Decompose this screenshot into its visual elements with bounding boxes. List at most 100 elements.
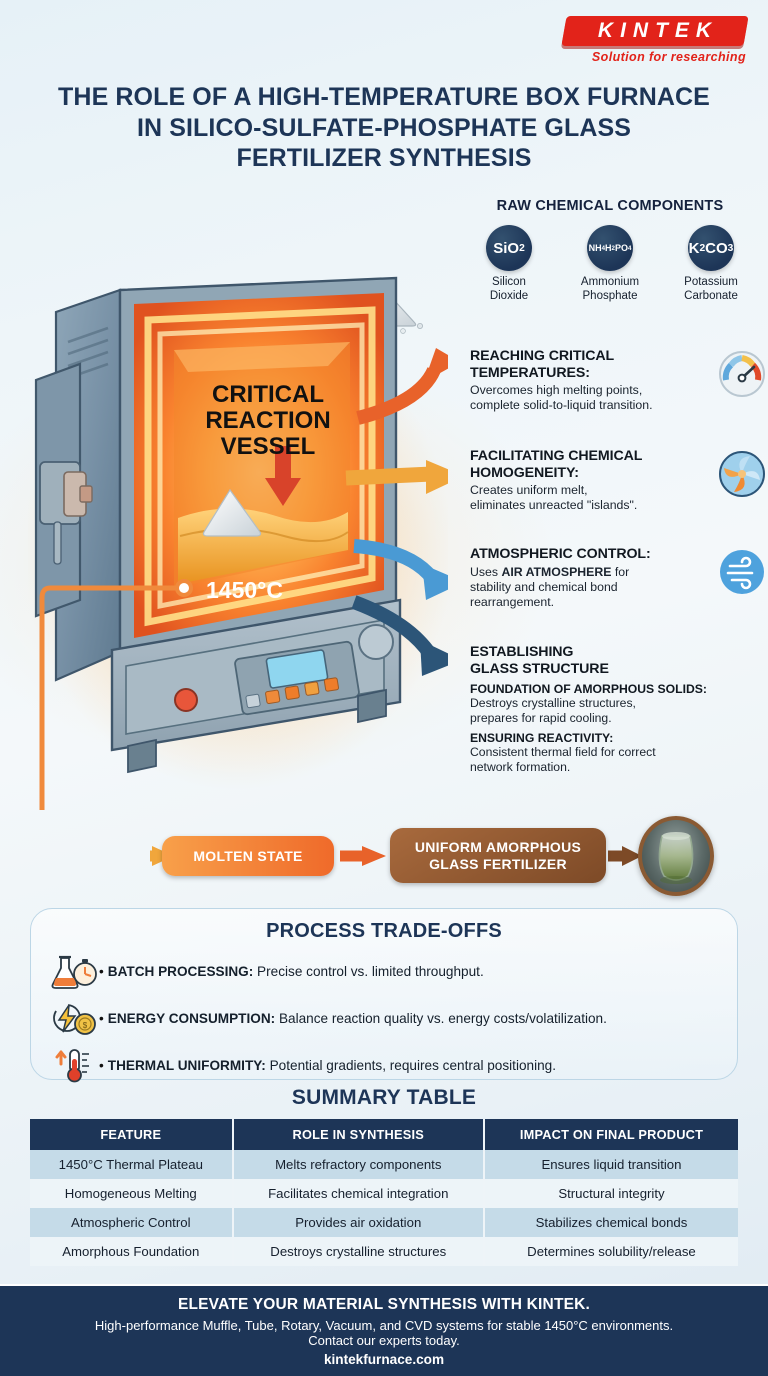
substep-line: network formation. [470,759,571,774]
tradeoff-text: •ENERGY CONSUMPTION: Balance reaction qu… [99,1011,607,1026]
svg-text:VESSEL: VESSEL [221,433,316,460]
substep-line: Destroys crystalline structures, [470,696,636,711]
energy-coin-icon: $ [47,999,99,1037]
footer-subline-1: High-performance Muffle, Tube, Rotary, V… [94,1318,674,1333]
substep-title: FOUNDATION OF AMORPHOUS SOLIDS: [470,682,707,697]
control-knob [358,624,394,660]
step-arrow-2 [345,460,464,494]
table-cell: Ensures liquid transition [483,1150,738,1179]
tradeoff-text: •BATCH PROCESSING: Precise control vs. l… [99,964,484,979]
glass-beaker-icon [638,816,714,896]
tradeoff-desc: Potential gradients, requires central po… [265,1057,557,1073]
swirl-icon [718,450,766,498]
table-cell: Homogeneous Melting [30,1179,234,1208]
substep-line: prepares for rapid cooling. [470,711,612,726]
process-tradeoffs-panel: PROCESS TRADE-OFFS •BATCH PROCESSING: Pr… [30,908,738,1083]
table-row: Atmospheric Control Provides air oxidati… [30,1208,738,1237]
substep-line: Consistent thermal field for correct [470,744,656,759]
molten-state-pill: MOLTEN STATE [162,836,334,876]
step-body: Uses AIR ATMOSPHERE for stability and ch… [470,564,630,610]
substep-title: ENSURING REACTIVITY: [470,730,614,745]
tradeoff-desc: Precise control vs. limited throughput. [253,963,484,979]
table-header-impact: IMPACT ON FINAL PRODUCT [483,1119,738,1150]
bullet-icon: • [99,1057,104,1073]
step-atmospheric-control: ATMOSPHERIC CONTROL: Uses AIR ATMOSPHERE… [470,546,766,620]
footer-subline-2: Contact our experts today. [308,1333,460,1348]
tradeoff-thermal-uniformity: •THERMAL UNIFORMITY: Potential gradients… [31,1046,737,1084]
raw-components-title: RAW CHEMICAL COMPONENTS [496,198,724,214]
table-row: Amorphous Foundation Destroys crystallin… [30,1237,738,1266]
step-arrow-4 [351,595,462,676]
svg-text:1450°C: 1450°C [206,577,283,603]
page-title: THE ROLE OF A HIGH-TEMPERATURE BOX FURNA… [0,82,768,174]
svg-text:$: $ [83,1021,88,1030]
title-line-1: THE ROLE OF A HIGH-TEMPERATURE BOX FURNA… [58,83,710,111]
table-header-feature: FEATURE [30,1119,234,1150]
flow-arrow-to-result [608,846,642,866]
table-cell: Melts refractory components [232,1150,485,1179]
substep-ensuring-reactivity: ENSURING REACTIVITY: Consistent thermal … [470,731,766,775]
table-cell: Structural integrity [483,1179,738,1208]
air-atmosphere-emphasis: AIR ATMOSPHERE [501,564,612,579]
step-heading: ATMOSPHERIC CONTROL: [470,546,651,562]
table-header-row: FEATURE ROLE IN SYNTHESIS IMPACT ON FINA… [30,1119,738,1150]
svg-text:CRITICAL: CRITICAL [212,381,324,408]
table-cell: Stabilizes chemical bonds [483,1208,738,1237]
step-body: Creates uniform melt,eliminates unreacte… [470,483,638,513]
tradeoff-batch-processing: •BATCH PROCESSING: Precise control vs. l… [31,952,737,990]
kintek-logo: KINTEK Solution for researching [561,16,754,72]
step-arrow-1 [356,348,460,425]
title-line-3: FERTILIZER SYNTHESIS [236,144,532,172]
power-button [174,688,198,712]
table-row: 1450°C Thermal Plateau Melts refractory … [30,1150,738,1179]
tradeoff-label: BATCH PROCESSING: [107,963,254,979]
melting-arrow [265,446,301,506]
summary-table: FEATURE ROLE IN SYNTHESIS IMPACT ON FINA… [30,1119,738,1266]
tradeoff-energy-consumption: $ •ENERGY CONSUMPTION: Balance reaction … [31,999,737,1037]
bullet-icon: • [99,963,104,979]
table-cell: Provides air oxidation [232,1208,485,1237]
footer-headline: ELEVATE YOUR MATERIAL SYNTHESIS WITH KIN… [177,1296,591,1313]
flask-timer-icon [47,952,99,990]
tradeoffs-title: PROCESS TRADE-OFFS [266,920,502,942]
step-arrow-3 [353,539,464,600]
tradeoff-label: THERMAL UNIFORMITY: [107,1057,266,1073]
table-cell: 1450°C Thermal Plateau [30,1150,234,1179]
logo-wordmark: KINTEK [597,19,719,42]
substep-foundation-of-amorphous-solids: FOUNDATION OF AMORPHOUS SOLIDS: Destroys… [470,682,766,726]
tradeoff-label: ENERGY CONSUMPTION: [107,1010,276,1026]
summary-title: SUMMARY TABLE [291,1086,477,1109]
tradeoff-text: •THERMAL UNIFORMITY: Potential gradients… [99,1058,556,1073]
svg-text:REACTION: REACTION [205,407,330,434]
step-body: Overcomes high melting points,complete s… [470,383,653,413]
table-cell: Destroys crystalline structures [232,1237,485,1266]
flow-arrow-to-product [340,846,386,866]
table-row: Homogeneous Melting Facilitates chemical… [30,1179,738,1208]
footer-cta: ELEVATE YOUR MATERIAL SYNTHESIS WITH KIN… [0,1284,768,1376]
gauge-icon [718,350,766,398]
table-cell: Atmospheric Control [30,1208,234,1237]
footer-website-link[interactable]: kintekfurnace.com [323,1352,445,1367]
bullet-icon: • [99,1010,104,1026]
table-header-role: ROLE IN SYNTHESIS [232,1119,485,1150]
logo-tagline: Solution for researching [591,50,746,64]
